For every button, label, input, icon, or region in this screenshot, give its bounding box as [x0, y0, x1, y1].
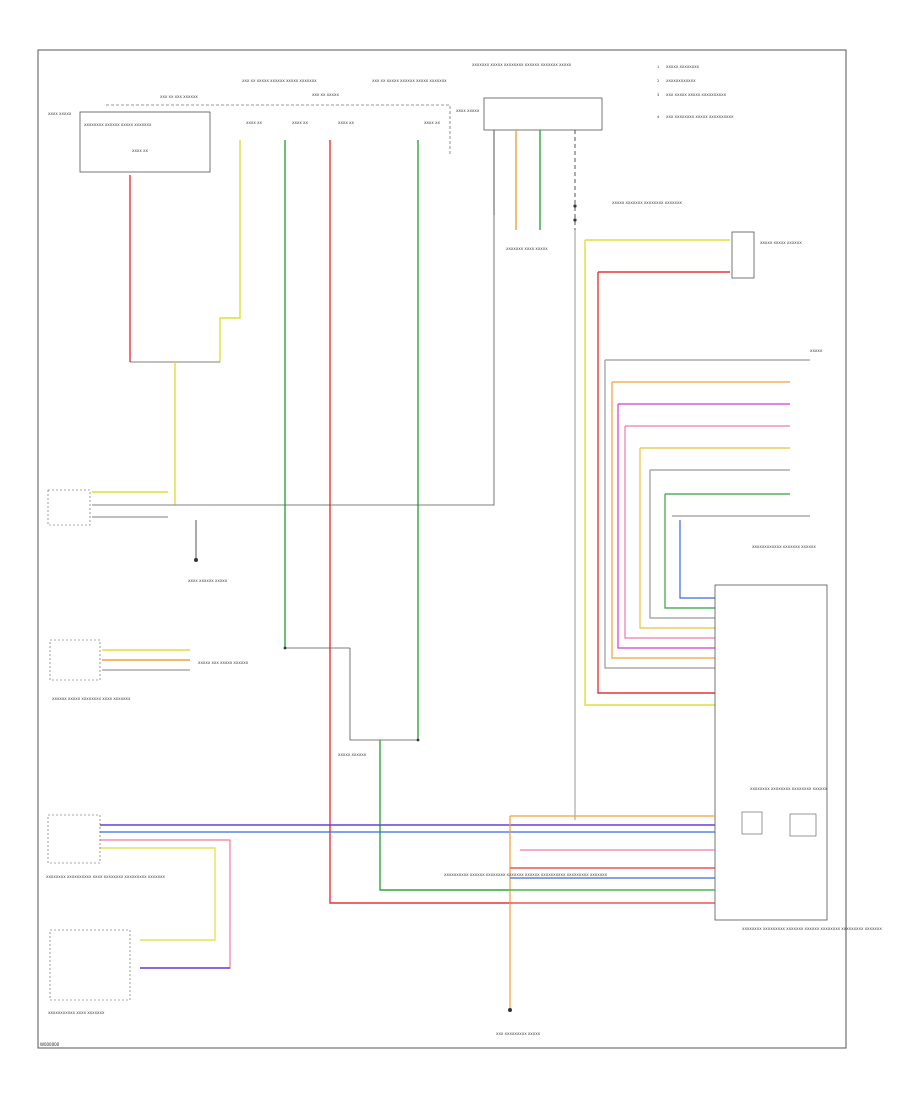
wire-green-down	[379, 740, 510, 891]
wire-yellow-right	[584, 240, 715, 706]
fuse-a-label: XXXX XX	[246, 121, 262, 125]
legend-text-3: XXX XXXXX XXXXX XXXXXXXXXX	[666, 93, 727, 97]
ground-upper-label: XXXXXXX XXXX XXXXX	[506, 247, 548, 251]
connector-dot-2	[573, 218, 577, 222]
ground-dot-bottom	[508, 1008, 512, 1012]
brake-switch-label: XXXXX XXXXX XXXXXX	[760, 241, 802, 245]
bottom-left-switch-box	[47, 814, 101, 864]
legend-code-1: 1	[657, 65, 659, 69]
selector-switch-symbol	[741, 811, 763, 835]
fuse-box-outline	[106, 104, 451, 155]
splice-dot-2	[416, 738, 420, 742]
center-vertical-label: XXXXX XXXXXX	[338, 753, 367, 757]
gear-lever-module-label: XXXXXXXX XXXXXXXXX XXXXXXX XXXXXX XXXXXX…	[742, 927, 882, 931]
steering-module-label: XXXXXX XXXXX XXXXXXXX XXXX XXXXXXX	[52, 697, 131, 701]
bottom-left-module-box	[49, 929, 131, 1001]
selector-ground-symbol	[789, 813, 817, 837]
power-module-box	[483, 97, 603, 131]
legend-text-1: XXXXX XXXXXXXX	[666, 65, 700, 69]
wire-drop-gray	[604, 360, 715, 669]
wire-drop-orange	[611, 382, 715, 659]
legend-code-3: 3	[657, 93, 659, 97]
tiptronic-label: XXXXXXXXXX XXXXXX XXXXXXXX XXXXXXX XXXXX…	[444, 873, 608, 877]
fuse-c-label: XXXX XX	[338, 121, 354, 125]
steering-module-box	[49, 639, 101, 681]
brake-sensor-box	[47, 489, 91, 526]
legend: 1 XXXXX XXXXXXXX 2 XXXXXXXXXXXX 3 XXX XX…	[657, 65, 734, 119]
wire-drop-pink	[624, 426, 715, 639]
selector-label: XXXXXXXX XXXXXXXX XXXXXXXX XXXXXX	[750, 787, 828, 791]
bottom-left-module-label: XXXXXXXXXXX XXXX XXXXXXX	[48, 1011, 105, 1015]
wire-drop-gray-2	[649, 470, 715, 619]
wire-red-main	[329, 140, 510, 904]
top-left-module-box	[79, 111, 211, 173]
fuse-e-label: XXXX XX	[132, 149, 148, 153]
wire-yellow-loop	[100, 847, 216, 941]
wire-drop-magenta	[617, 404, 715, 649]
footer-code: W000000	[40, 1042, 60, 1047]
top-left-module-label: XXXXXXXX XXXXXX XXXXX XXXXXXX	[84, 123, 152, 127]
bottom-ground-label: XXX XXXXXXXXX XXXXX	[496, 1032, 541, 1036]
legend-code-4: 4	[657, 115, 660, 119]
tcm-label: XXXXXXXXXXXX XXXXXXX XXXXXX	[752, 545, 816, 549]
wire-pink-loop	[100, 839, 231, 969]
fuse-d-label: XXXX XX	[424, 121, 440, 125]
wire-drop-blue	[679, 520, 715, 599]
stack-label: XXXXX	[810, 349, 823, 353]
label-hot-in-run: XXX XX XXXXX	[312, 93, 339, 97]
label-supply-2: XXX XX XXXXX XXXXXX XXXXX XXXXXXX	[372, 79, 447, 83]
ground-mid-label: XXXX XXXXXX XXXXX	[188, 579, 228, 583]
wire-yellow-left	[219, 140, 241, 362]
bottom-left-switch-label: XXXXXXXX XXXXXXXXXX XXXX XXXXXXXX XXXXXX…	[46, 875, 165, 879]
legend-text-2: XXXXXXXXXXXX	[666, 79, 696, 83]
wire-ground-run	[100, 215, 495, 506]
fuse-b-label: XXXX XX	[292, 121, 308, 125]
legend-code-2: 2	[657, 79, 659, 83]
label-power-module: XXXXXXX XXXXX XXXXXXXX XXXXXX XXXXXXX XX…	[472, 63, 572, 67]
ground-dot-mid	[194, 558, 198, 562]
right-top-connector-label: XXXXX XXXXXXX XXXXXXXX XXXXXXX	[612, 201, 682, 205]
legend-text-4: XXX XXXXXXXX XXXXX XXXXXXXXXX	[666, 115, 734, 119]
tcm-wire-stack	[604, 359, 810, 669]
steering-ground-label: XXXXX XXX XXXXX XXXXXX	[198, 661, 249, 665]
diagram-frame	[37, 49, 847, 1049]
wire-red-right	[597, 272, 715, 694]
fuse-right-label: XXXX XXXXX	[456, 109, 480, 113]
label-hot-at-all: XXX XX XXX XXXXXX	[160, 95, 198, 99]
splice-dot-1	[283, 646, 287, 650]
connector-dots	[194, 204, 577, 1012]
brake-switch-box	[731, 231, 755, 279]
wire-splice-2	[349, 648, 418, 741]
label-supply-1: XXX XX XXXXX XXXXXX XXXXX XXXXXXX	[242, 79, 317, 83]
wire-drop-gold	[639, 448, 715, 629]
wire-drop-green	[664, 494, 715, 609]
tcm-box	[714, 584, 828, 921]
fuse-left-label: XXXX XXXXX	[48, 112, 72, 116]
connector-dot-1	[573, 204, 577, 208]
